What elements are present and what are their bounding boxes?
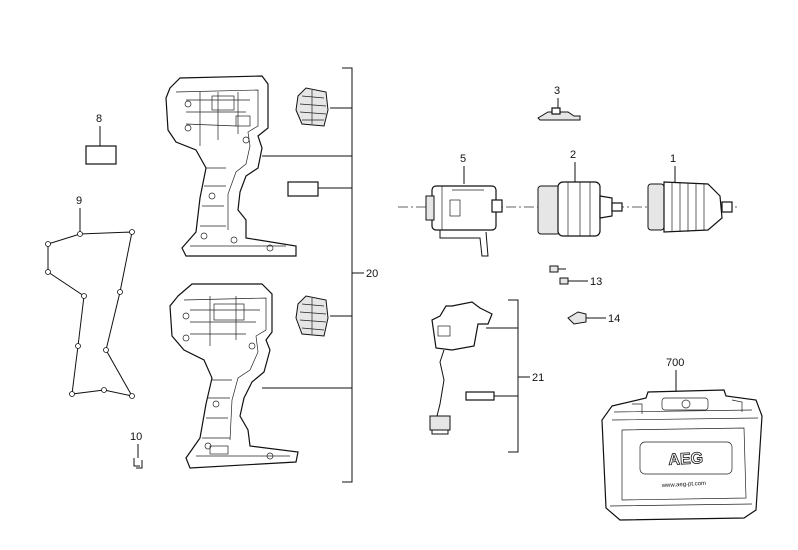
part-700-carry-case: [601, 370, 763, 521]
label-plate-housing: [287, 181, 319, 197]
housing-upper-half: [165, 75, 297, 257]
part-8-label: [85, 145, 117, 165]
grip-plate-lower: [295, 295, 329, 337]
callout-21: 21: [532, 372, 544, 384]
callout-3: 3: [554, 85, 560, 97]
part-21-switch-assembly: [429, 299, 530, 453]
case-brand-logo: AEG: [668, 450, 704, 469]
callout-700: 700: [666, 357, 684, 369]
part-1-chuck: [647, 166, 733, 233]
callout-14: 14: [608, 313, 620, 325]
callout-20: 20: [366, 268, 378, 280]
callout-8: 8: [96, 113, 102, 125]
part-14-latch: [567, 311, 606, 325]
part-5-motor: [425, 166, 503, 257]
callout-1: 1: [670, 153, 676, 165]
bracket-20: [262, 67, 364, 483]
callout-5: 5: [460, 153, 466, 165]
callout-9: 9: [76, 195, 82, 207]
part-9-screw-set: [45, 208, 135, 399]
grip-plate-upper: [295, 87, 329, 127]
part-3-slider: [537, 98, 581, 121]
part-2-gearbox: [537, 162, 623, 237]
part-13-screws: [549, 265, 588, 285]
callout-10: 10: [130, 431, 142, 443]
housing-lower-half: [169, 283, 299, 469]
case-url-text: www.aeg-pt.com: [661, 481, 707, 489]
part-10-clip: [133, 444, 143, 469]
callout-2: 2: [570, 149, 576, 161]
callout-13: 13: [590, 276, 602, 288]
